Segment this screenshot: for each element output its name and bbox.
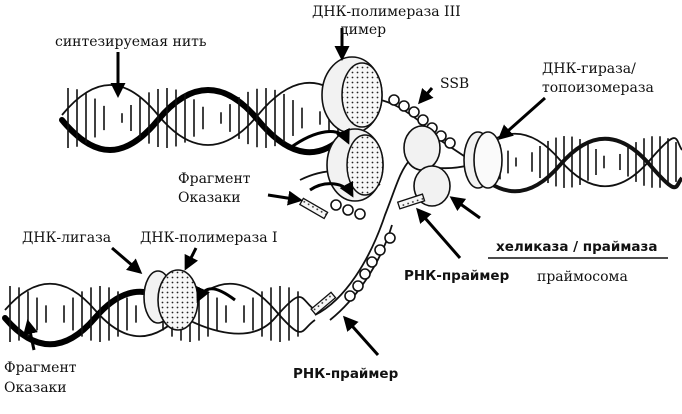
label-primosome: праймосома	[537, 269, 628, 285]
label-pol3-line1: ДНК-полимераза III	[312, 4, 461, 20]
rna-primer-bottom	[310, 291, 337, 316]
upper-left-helix	[59, 81, 348, 156]
rna-primer-mid	[396, 193, 426, 210]
label-synthesized-strand: синтезируемая нить	[55, 34, 207, 50]
okazaki-synthesis-arrow	[309, 180, 354, 198]
label-helicase-primase: хеликаза / праймаза	[496, 239, 657, 255]
label-rna-primer-mid: РНК-праймер	[404, 268, 510, 284]
label-okazaki-bottom-line2: Оказаки	[4, 380, 67, 396]
label-rna-primer-bottom: РНК-праймер	[293, 366, 399, 382]
label-okazaki-top-line1: Фрагмент	[178, 171, 251, 187]
label-pol3-line2: димер	[340, 22, 386, 38]
label-gyrase-line2: топоизомераза	[542, 80, 654, 96]
helicase-primase-complex	[403, 125, 451, 207]
label-ligase: ДНК-лигаза	[22, 230, 111, 246]
dna-polymerase-iii-dimer	[321, 56, 384, 202]
dna-gyrase	[463, 131, 503, 189]
pol1-synthesis-arrow	[196, 285, 236, 303]
label-okazaki-bottom-line1: Фрагмент	[4, 360, 77, 376]
okazaki-primer-top	[298, 197, 329, 220]
label-okazaki-top-line2: Оказаки	[178, 190, 241, 206]
label-gyrase-line1: ДНК-гираза/	[542, 61, 636, 77]
leading-synthesis-arrow	[289, 127, 350, 150]
ssb-proteins	[330, 94, 456, 302]
label-ssb: SSB	[440, 76, 469, 92]
dna-polymerase-i	[143, 269, 199, 331]
pointer-arrows	[23, 28, 546, 356]
label-pol1: ДНК-полимераза I	[140, 230, 278, 246]
